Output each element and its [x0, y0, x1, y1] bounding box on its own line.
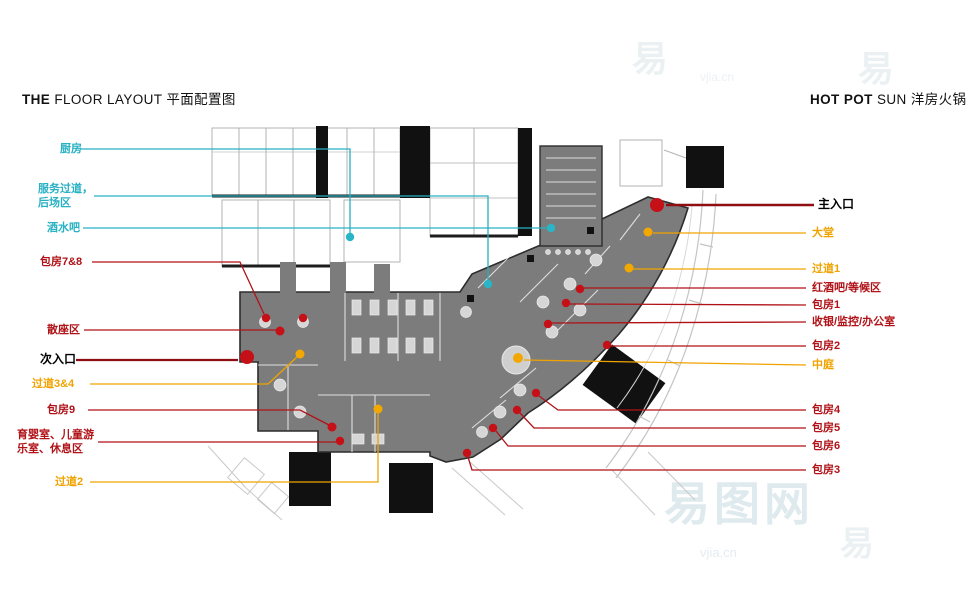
- columns: [467, 227, 594, 302]
- label-nursery: 育婴室、儿童游 乐室、休息区: [17, 429, 94, 456]
- label-room9: 包房9: [47, 404, 76, 416]
- leader-corridor34: [90, 356, 298, 385]
- dot-room9: [327, 422, 337, 432]
- label-winebar: 红酒吧/等候区: [812, 282, 882, 294]
- label-corridor34: 过道3&4: [32, 378, 75, 390]
- leader-room1: [569, 303, 807, 306]
- title-right-strong: HOT POT: [810, 92, 873, 107]
- dot-atrium: [513, 353, 523, 363]
- dot-room7: [261, 313, 271, 323]
- label-atrium: 中庭: [812, 359, 834, 371]
- site-outlines: [207, 445, 696, 521]
- label-cashier: 收银/监控/办公室: [812, 316, 896, 328]
- leader-room6: [495, 430, 806, 447]
- page-title-right: HOT POT SUN 洋房火锅: [810, 88, 966, 108]
- leader-lines-entrance: [76, 203, 814, 362]
- label-room6: 包房6: [812, 440, 841, 452]
- leader-corridor2: [90, 413, 379, 483]
- label-room1: 包房1: [812, 299, 841, 311]
- dot-room1: [561, 298, 571, 308]
- dot-room2: [602, 340, 612, 350]
- dot-main-entrance: [650, 198, 664, 212]
- dot-room6: [488, 423, 498, 433]
- dot-room5: [512, 405, 522, 415]
- label-corridor1: 过道1: [812, 263, 841, 275]
- leader-room5: [519, 412, 806, 429]
- facade-arcs: [605, 189, 717, 479]
- dot-corridor34: [295, 349, 305, 359]
- dot-room3: [462, 448, 472, 458]
- furniture: [259, 249, 603, 445]
- leader-lines-yellow: [90, 232, 807, 483]
- label-lobby: 大堂: [812, 227, 834, 239]
- dot-side-entrance: [240, 350, 254, 364]
- leader-lines-cyan: [80, 148, 548, 281]
- leader-room9: [88, 409, 330, 426]
- structural-cores: [289, 126, 724, 513]
- dot-service: [483, 279, 493, 289]
- title-left-rest: FLOOR LAYOUT 平面配置图: [50, 92, 236, 107]
- dot-corridor2: [373, 404, 383, 414]
- dot-room8: [298, 313, 308, 323]
- label-main-entrance: 主入口: [818, 197, 855, 211]
- leader-cashier: [551, 321, 807, 324]
- label-room2: 包房2: [812, 340, 841, 352]
- label-kitchen: 厨房: [60, 143, 82, 155]
- label-service: 服务过道， 后场区: [38, 183, 93, 210]
- leader-service: [94, 195, 489, 281]
- dot-bar: [546, 223, 556, 233]
- dot-corridor1: [624, 263, 634, 273]
- page-title-left: THE FLOOR LAYOUT 平面配置图: [22, 88, 236, 108]
- dot-cashier: [543, 319, 553, 329]
- dot-openseat: [275, 326, 285, 336]
- dot-lobby: [643, 227, 653, 237]
- dot-nursery: [335, 436, 345, 446]
- leader-room78: [92, 261, 265, 315]
- floor-partitions: [258, 157, 641, 452]
- leader-atrium: [523, 359, 807, 366]
- title-left-strong: THE: [22, 92, 51, 107]
- label-room5: 包房5: [812, 422, 841, 434]
- label-side-entrance: 次入口: [40, 352, 77, 366]
- label-room3: 包房3: [812, 464, 841, 476]
- dot-room4: [531, 388, 541, 398]
- label-corridor2: 过道2: [55, 476, 84, 488]
- leader-kitchen: [80, 148, 351, 234]
- dot-winebar: [575, 284, 585, 294]
- leader-lines-red: [84, 261, 807, 471]
- label-openseat: 散座区: [47, 324, 80, 336]
- label-room4: 包房4: [812, 404, 841, 416]
- label-room78: 包房7&8: [40, 256, 83, 268]
- title-right-rest: SUN 洋房火锅: [872, 92, 967, 107]
- label-bar: 酒水吧: [47, 222, 80, 234]
- leader-room3: [467, 456, 806, 471]
- marker-dots: [240, 198, 664, 458]
- leader-room4: [538, 395, 806, 411]
- dot-kitchen: [345, 232, 355, 242]
